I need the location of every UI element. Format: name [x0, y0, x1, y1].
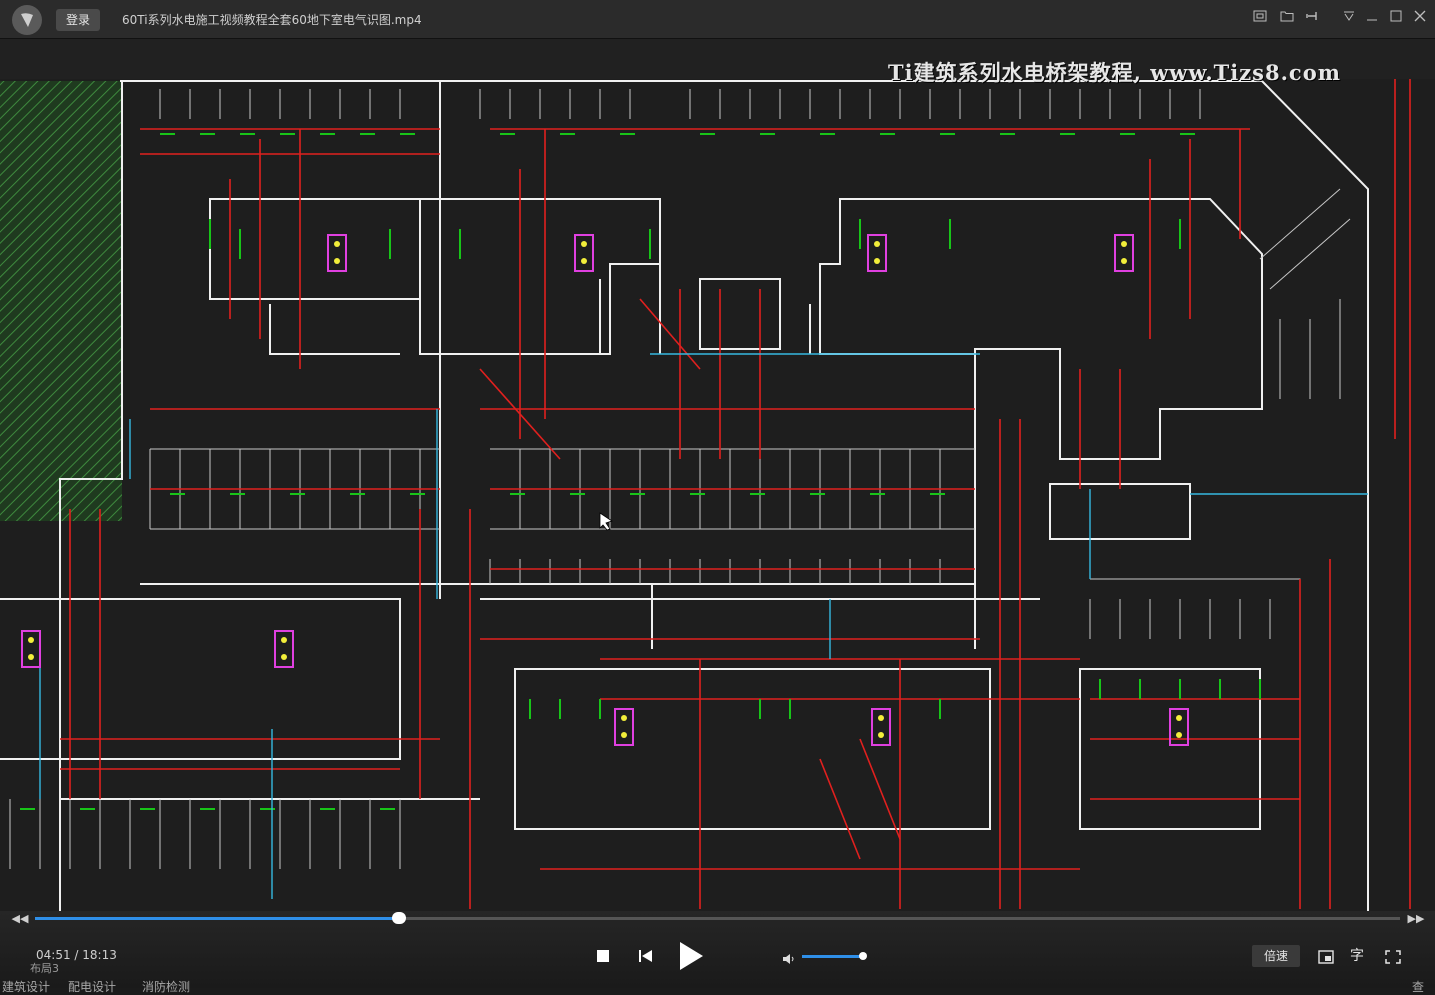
bottom-tab[interactable]: 查 [1412, 980, 1425, 994]
speed-button[interactable]: 倍速 [1252, 945, 1300, 967]
close-icon[interactable] [1410, 9, 1430, 29]
video-frame[interactable]: Ti建筑系列水电桥架教程, www.Tizs8.com [0, 39, 1435, 911]
progress-bar[interactable] [35, 912, 1400, 924]
time-display: 04:51 / 18:13 [36, 948, 117, 962]
volume-slider[interactable] [802, 952, 867, 960]
watermark: Ti建筑系列水电桥架教程, www.Tizs8.com [888, 60, 1341, 85]
subtitle-button[interactable]: 字 [1350, 948, 1364, 964]
progress-handle[interactable] [392, 912, 407, 924]
picture-in-picture-icon[interactable] [1318, 949, 1334, 968]
video-title: 60Ti系列水电施工视频教程全套60地下室电气识图.mp4 [122, 13, 422, 27]
play-icon[interactable] [678, 941, 704, 975]
bottom-tab[interactable]: 消防检测 [142, 980, 191, 994]
progress-fill [35, 917, 400, 920]
fast-forward-icon[interactable]: ▶▶ [1407, 912, 1425, 925]
title-bar: 登录 60Ti系列水电施工视频教程全套60地下室电气识图.mp4 [0, 0, 1435, 39]
app-logo-icon [12, 5, 42, 35]
fullscreen-icon[interactable] [1385, 949, 1401, 968]
login-button[interactable]: 登录 [56, 9, 100, 31]
cursor-icon [599, 512, 613, 531]
volume-fill [802, 955, 863, 958]
menu-dropdown-icon[interactable] [1339, 9, 1359, 29]
player-controls: ◀◀ ▶▶ 04:51 / 18:13 倍速 字 [0, 911, 1435, 988]
rewind-icon[interactable]: ◀◀ [11, 912, 29, 925]
layout-tab[interactable]: 布局3 [30, 962, 59, 975]
bottom-tab[interactable]: 配电设计 [68, 980, 117, 994]
bottom-tab[interactable]: 建筑设计 [2, 980, 51, 994]
maximize-icon[interactable] [1386, 9, 1406, 29]
minimize-icon[interactable] [1362, 9, 1382, 29]
mini-mode-icon[interactable] [1250, 9, 1270, 29]
hatched-zone [0, 81, 122, 521]
volume-handle[interactable] [858, 952, 867, 960]
previous-icon[interactable] [638, 948, 654, 967]
cad-floor-plan [0, 39, 1435, 911]
volume-icon[interactable] [782, 950, 796, 969]
cad-tab-strip: 布局3 建筑设计 配电设计 消防检测 查 [0, 960, 1435, 994]
folder-icon[interactable] [1277, 9, 1297, 29]
pin-icon[interactable] [1303, 9, 1323, 29]
stop-icon[interactable] [596, 948, 610, 967]
